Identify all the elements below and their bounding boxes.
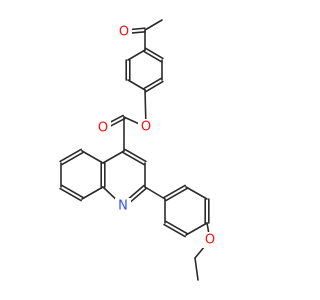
bond-a3-a4-b: [145, 80, 164, 93]
atom-label-layer: O O O N O: [95, 24, 218, 248]
bond-oest-ccarb: [123, 116, 141, 125]
atom-ketone-oxygen: O: [116, 24, 132, 40]
bond-b2-b3: [185, 186, 208, 200]
bond-ccarb-ocarb-b: [109, 117, 126, 128]
bond-a1-a2-a: [143, 50, 162, 63]
bond-ch3a-cket: [144, 19, 163, 31]
atom-quinoline-nitrogen: N: [115, 198, 131, 214]
bond-ch2-ch3: [194, 257, 199, 281]
bond-b5-b6-a: [165, 220, 188, 235]
atom-label-quinoline-nitrogen: N: [118, 199, 128, 214]
bond-a4-a5: [127, 79, 146, 91]
bond-c2-b1: [144, 186, 166, 200]
bond-c7-c8-a: [59, 187, 82, 202]
bond-c8-c8a: [81, 186, 104, 200]
atom-ether-oxygen: O: [202, 232, 218, 248]
atom-carbonyl-oxygen: O: [95, 120, 111, 136]
bond-c5-c6-b: [61, 151, 84, 166]
bond-c4-c3-a: [122, 151, 145, 166]
bond-a3-a4-a: [143, 77, 162, 90]
bond-c7-c8-b: [61, 184, 84, 199]
atom-label-ester-oxygen: O: [141, 120, 151, 135]
bond-c4a-c4: [102, 150, 125, 164]
bond-a6-a1: [127, 49, 146, 61]
atom-label-ketone-oxygen: O: [119, 25, 129, 40]
bond-b1-b2-b: [163, 184, 186, 199]
atom-label-ether-oxygen: O: [205, 233, 215, 248]
bond-c2-n1-a: [126, 184, 145, 201]
bond-c2-n1-b: [128, 187, 147, 204]
atom-label-carbonyl-oxygen: O: [98, 121, 108, 136]
bond-b4-b5: [185, 222, 208, 236]
bond-cket-oket-a: [130, 27, 146, 31]
bond-c5-c6-a: [59, 148, 82, 163]
bond-b1-b2-a: [165, 187, 188, 202]
bond-c4-c3-b: [124, 148, 147, 163]
bond-b4-oeth: [206, 222, 210, 234]
bond-cket-oket-b: [130, 30, 146, 34]
molecule-diagram: O O O N O: [59, 19, 218, 281]
bond-layer: [59, 19, 210, 281]
atom-ester-oxygen: O: [138, 119, 154, 135]
bond-a1-a2-b: [145, 47, 164, 60]
bond-b5-b6-b: [163, 223, 186, 238]
bond-a4-oest: [144, 89, 147, 121]
bond-c4a-c5: [81, 150, 104, 164]
